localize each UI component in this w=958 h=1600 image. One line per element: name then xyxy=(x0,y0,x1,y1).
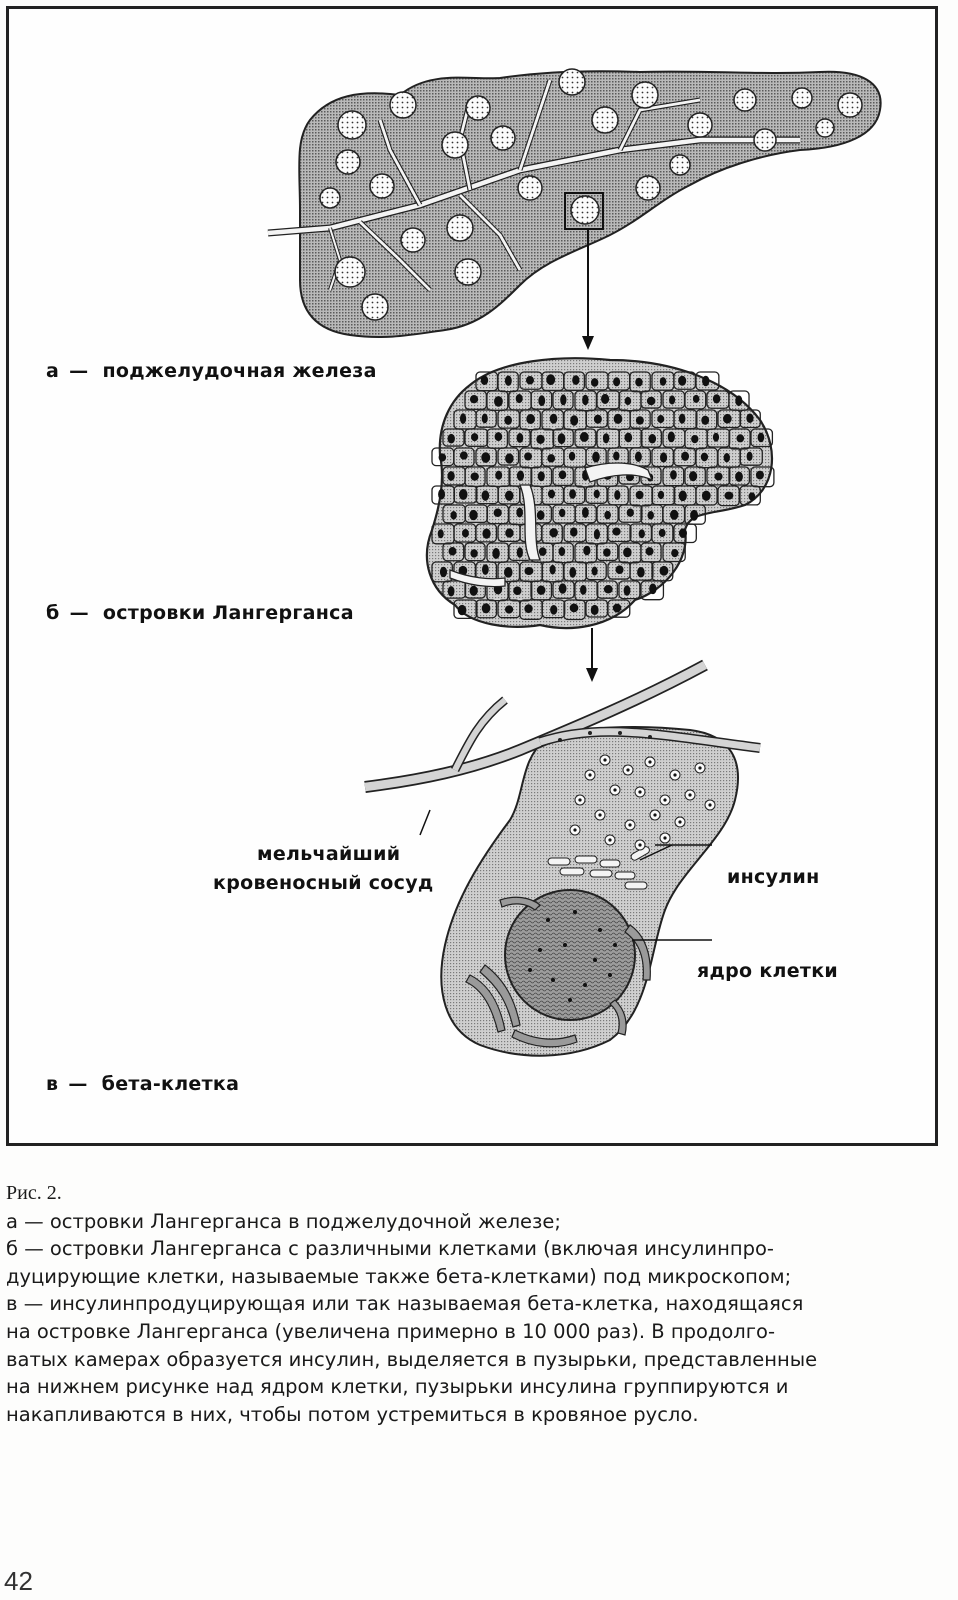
cell-nucleus xyxy=(504,889,636,1021)
label-a: а—поджелудочная железа xyxy=(46,360,377,382)
figure-caption: Рис. 2. а — островки Лангерганса в подже… xyxy=(6,1180,940,1428)
caption-line: накапливаются в них, чтобы потом устреми… xyxy=(6,1402,699,1426)
caption-line: на островке Лангерганса (увеличена приме… xyxy=(6,1319,775,1343)
caption-line: дуцирующие клетки, называемые также бета… xyxy=(6,1264,792,1288)
caption-line: ватых камерах образуется инсулин, выделя… xyxy=(6,1347,818,1371)
callout-vessel-line2: кровеносный сосуд xyxy=(213,872,434,894)
label-c: в—бета-клетка xyxy=(46,1073,240,1095)
islets-drawing xyxy=(425,357,775,682)
pancreas-drawing xyxy=(267,68,882,350)
figure-number: Рис. 2. xyxy=(6,1182,62,1204)
caption-line: б — островки Лангерганса с различными кл… xyxy=(6,1237,774,1261)
page-number: 42 xyxy=(4,1566,33,1596)
label-b: б—островки Лангерганса xyxy=(46,602,354,624)
beta-cell-drawing xyxy=(364,659,761,1057)
caption-line: в — инсулинпродуцирующая или так называе… xyxy=(6,1292,804,1316)
callout-insulin: инсулин xyxy=(727,866,820,888)
caption-line: а — островки Лангерганса в поджелудочной… xyxy=(6,1209,561,1233)
callout-nucleus: ядро клетки xyxy=(697,960,839,982)
caption-line: на нижнем рисунке над ядром клетки, пузы… xyxy=(6,1375,789,1399)
illustration xyxy=(267,68,882,1057)
callout-vessel-line1: мельчайший xyxy=(257,843,401,865)
blood-vessel xyxy=(364,659,761,793)
